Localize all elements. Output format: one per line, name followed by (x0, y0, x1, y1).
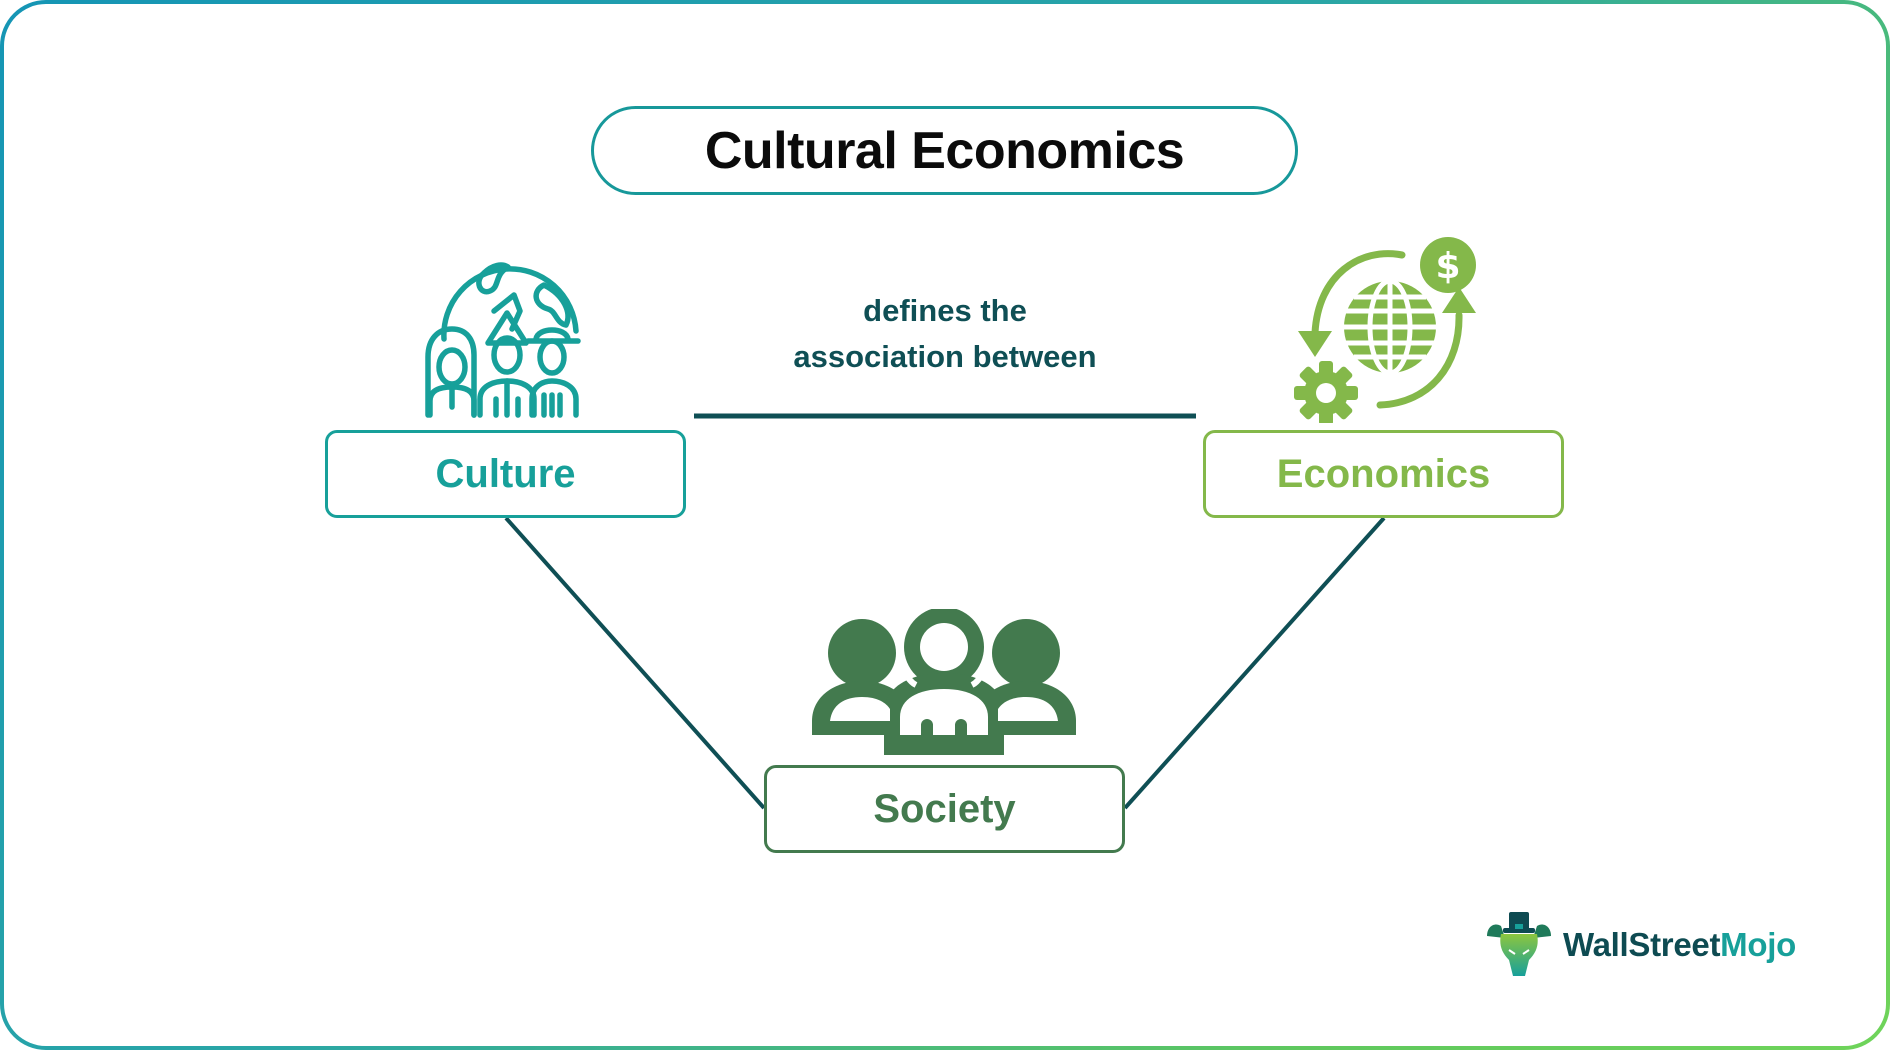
culture-society-line (504, 516, 766, 810)
page-title: Cultural Economics (704, 121, 1185, 180)
gear-icon (1294, 361, 1358, 423)
economics-label: Economics (1276, 451, 1491, 496)
dollar-coin-icon (1420, 237, 1476, 293)
brand-logo: WallStreetMojo (1483, 910, 1796, 980)
economics-society-line (1123, 516, 1386, 810)
relation-line-2: association between (793, 339, 1097, 374)
relation-line-1: defines the (863, 293, 1027, 328)
group-people-icon (812, 609, 1076, 755)
bull-mascot-icon (1487, 912, 1551, 976)
brand-name-part2: Mojo (1720, 926, 1796, 963)
globe-money-cycle-icon: $ (1294, 237, 1476, 423)
economics-node: Economics (1203, 430, 1564, 518)
title-pill: Cultural Economics (591, 106, 1298, 195)
relation-label: defines the association between (694, 288, 1196, 380)
svg-text:$: $ (1435, 246, 1460, 287)
culture-node: Culture (325, 430, 686, 518)
society-label: Society (873, 786, 1016, 831)
society-node: Society (764, 765, 1125, 853)
brand-wordmark: WallStreetMojo (1563, 926, 1796, 964)
globe-people-icon (425, 262, 581, 418)
culture-label: Culture (435, 451, 576, 496)
brand-name-part1: WallStreet (1563, 926, 1721, 963)
